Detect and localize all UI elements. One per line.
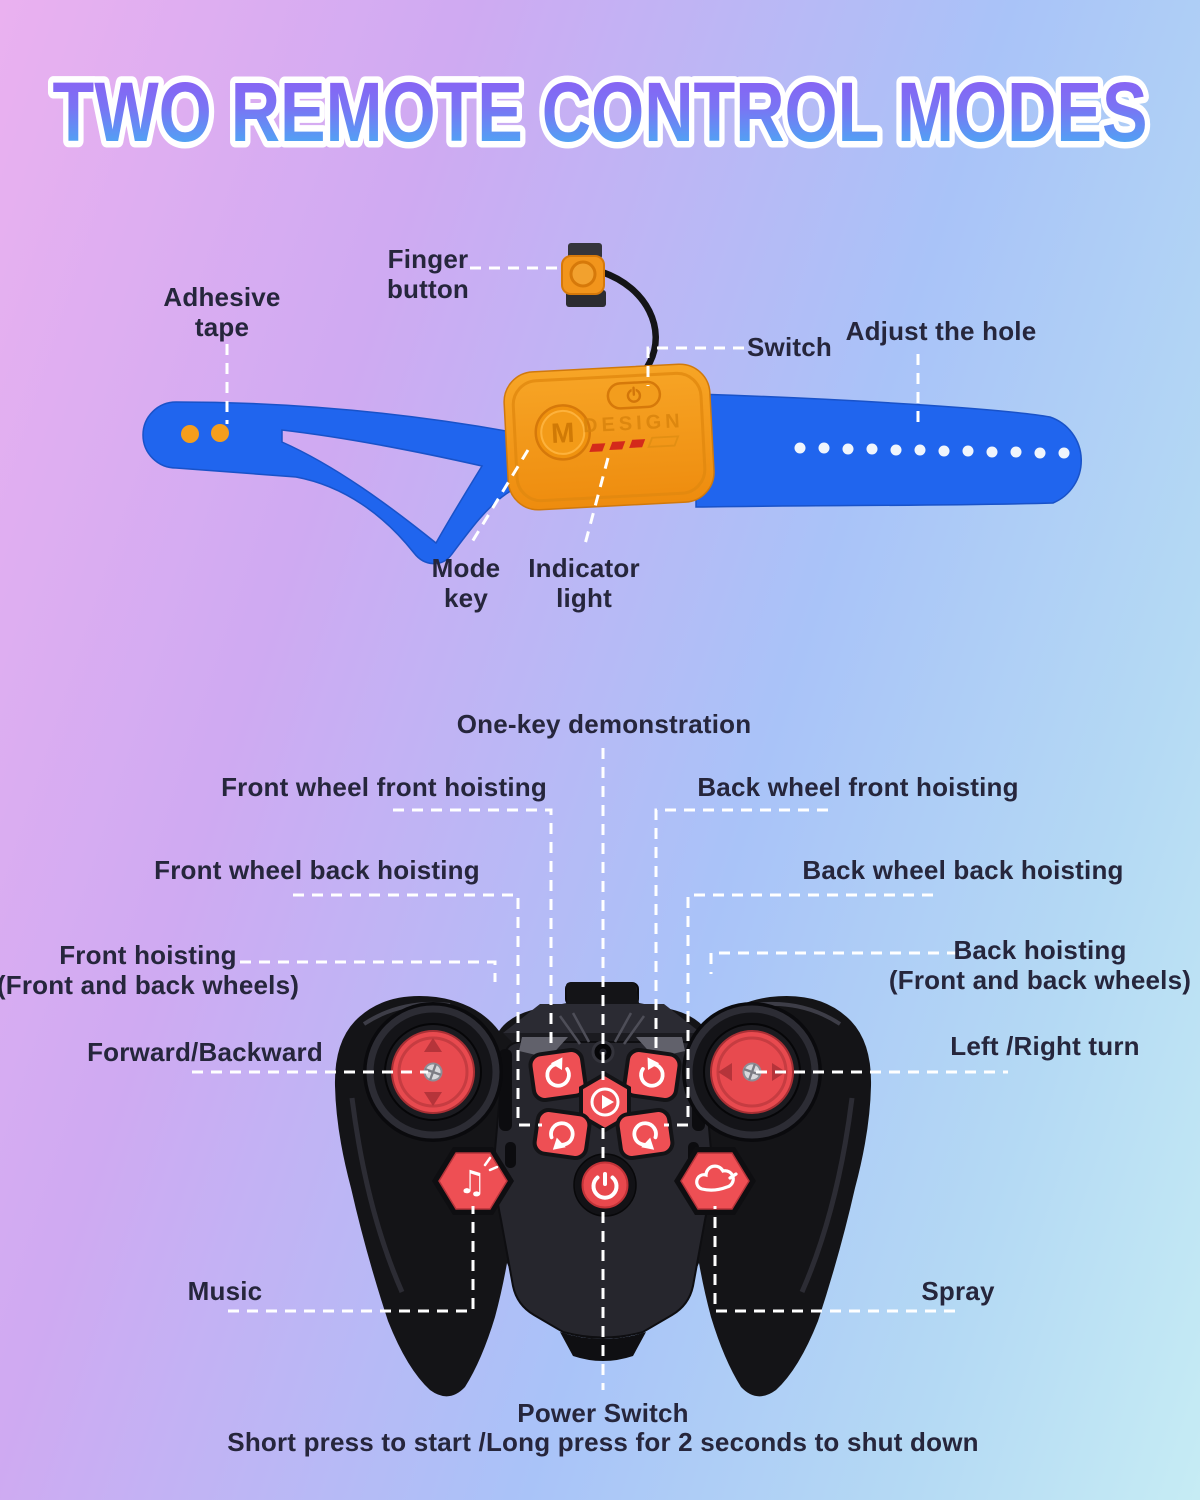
head-accent <box>636 1037 685 1058</box>
antenna-marks <box>558 1012 646 1045</box>
front-wheel-back-hoisting-button <box>532 1108 592 1160</box>
label-finger-button: Finger button <box>386 244 470 304</box>
wristband-remote-illustration: M DESIGN <box>142 243 1082 565</box>
screw-icon <box>742 1062 762 1082</box>
leader-front-wheel-front <box>393 808 553 1048</box>
label-front-wheel-front-hoisting: Front wheel front hoisting <box>221 772 547 802</box>
leader-spray <box>713 1206 955 1313</box>
label-back-wheel-front-hoisting: Back wheel front hoisting <box>697 772 1019 802</box>
label-back-hoisting: Back hoisting (Front and back wheels) <box>888 935 1192 996</box>
front-wheel-front-hoisting-button <box>528 1048 588 1102</box>
strap-adjustment-holes <box>794 442 1070 459</box>
label-power-switch-instructions: Short press to start /Long press for 2 s… <box>227 1427 979 1457</box>
label-power-switch: Power Switch <box>517 1398 689 1428</box>
page-title: TWO REMOTE CONTROL MODES <box>53 65 1148 159</box>
music-button: ♫ <box>432 1147 514 1215</box>
label-indicator-light: Indicator light <box>528 553 640 613</box>
left-stick <box>363 1002 503 1142</box>
adhesive-dot <box>181 425 199 443</box>
label-adhesive-tape: Adhesive tape <box>163 282 281 342</box>
label-left-right-turn: Left /Right turn <box>950 1031 1140 1061</box>
label-spray: Spray <box>921 1276 995 1306</box>
play-icon <box>590 1087 620 1117</box>
wristband-right-strap <box>695 393 1082 508</box>
leader-lines <box>192 266 1008 1390</box>
power-switch-button <box>573 1153 637 1217</box>
label-mode-key: Mode key <box>431 553 501 613</box>
back-wheel-front-hoisting-button <box>622 1048 682 1102</box>
finger-button <box>561 243 606 307</box>
label-front-hoisting-line2: (Front and back wheels) <box>0 969 300 1000</box>
leader-music <box>228 1206 475 1313</box>
back-wheel-back-hoisting-button <box>615 1108 675 1160</box>
leader-front-wheel-back <box>293 893 542 1127</box>
label-music: Music <box>187 1276 263 1306</box>
leader-back-wheel-back <box>664 893 933 1127</box>
leader-back-wheel-front <box>654 808 828 1048</box>
label-switch: Switch <box>747 332 832 362</box>
label-back-hoisting-line1: Back hoisting <box>953 935 1127 965</box>
device-brand-text: DESIGN <box>583 410 685 437</box>
down-arrow-icon <box>424 1092 442 1106</box>
label-front-hoisting-line1: Front hoisting <box>59 940 237 970</box>
label-back-hoisting-line2: (Front and back wheels) <box>888 964 1192 995</box>
label-front-wheel-back-hoisting: Front wheel back hoisting <box>154 855 480 885</box>
power-icon <box>626 385 642 403</box>
leader-back-hoisting <box>709 951 958 974</box>
indicator-light <box>589 435 680 453</box>
wristband-control-unit: M DESIGN <box>503 363 715 511</box>
label-front-hoisting: Front hoisting (Front and back wheels) <box>0 940 300 1001</box>
screw-icon <box>423 1062 443 1082</box>
leader-front-hoisting <box>240 960 497 982</box>
label-back-wheel-back-hoisting: Back wheel back hoisting <box>802 855 1124 885</box>
label-one-key-demonstration: One-key demonstration <box>456 709 752 739</box>
power-icon <box>591 1172 619 1200</box>
spray-cloud-icon <box>695 1164 738 1192</box>
one-key-demo-button <box>579 1071 631 1133</box>
mode-key-letter: M <box>550 417 575 449</box>
left-arrow-icon <box>718 1063 732 1081</box>
head-accent <box>519 1037 568 1058</box>
label-forward-backward: Forward/Backward <box>87 1037 323 1067</box>
switch-button <box>606 380 662 410</box>
leader-switch <box>646 346 744 386</box>
music-icon: ♫ <box>458 1156 499 1201</box>
spray-button <box>674 1147 756 1215</box>
adhesive-dot <box>211 424 229 442</box>
wristband-left-strap <box>142 401 513 565</box>
up-arrow-icon <box>424 1038 442 1052</box>
svg-text:♫: ♫ <box>458 1163 487 1201</box>
mode-key-button: M <box>534 404 591 461</box>
leader-indicator-light <box>582 457 610 549</box>
label-adjust-hole: Adjust the hole <box>845 316 1037 346</box>
